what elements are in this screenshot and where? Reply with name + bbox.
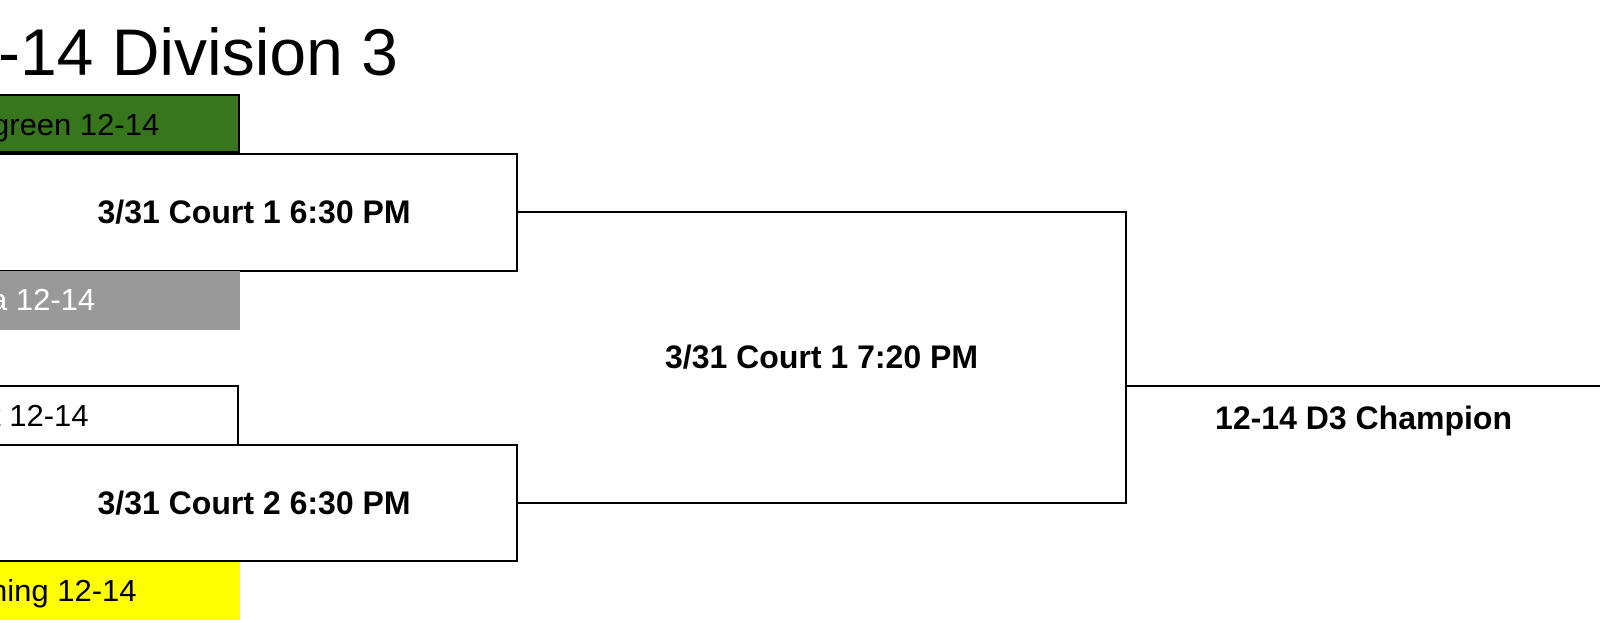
final-match-label: 3/31 Court 1 7:20 PM: [665, 339, 978, 375]
team-label-1: green 12-14: [0, 107, 160, 142]
team-label-3: t 12-14: [0, 398, 89, 433]
team-slot-2: a 12-14: [0, 271, 240, 330]
champion-line: [1127, 385, 1600, 387]
team-slot-3: t 12-14: [0, 385, 239, 446]
team-slot-1: green 12-14: [0, 94, 240, 153]
match-1: 3/31 Court 1 6:30 PM: [0, 153, 518, 272]
team-slot-4: ning 12-14: [0, 562, 240, 620]
match-1-label: 3/31 Court 1 6:30 PM: [97, 194, 411, 230]
team-label-2: a 12-14: [0, 282, 96, 317]
match-2: 3/31 Court 2 6:30 PM: [0, 444, 518, 562]
final-match: 3/31 Court 1 7:20 PM: [518, 211, 1127, 504]
team-label-4: ning 12-14: [0, 573, 137, 608]
champion-label: 12-14 D3 Champion: [1215, 400, 1512, 436]
bracket-title: -14 Division 3: [0, 15, 398, 89]
match-2-label: 3/31 Court 2 6:30 PM: [97, 484, 411, 521]
